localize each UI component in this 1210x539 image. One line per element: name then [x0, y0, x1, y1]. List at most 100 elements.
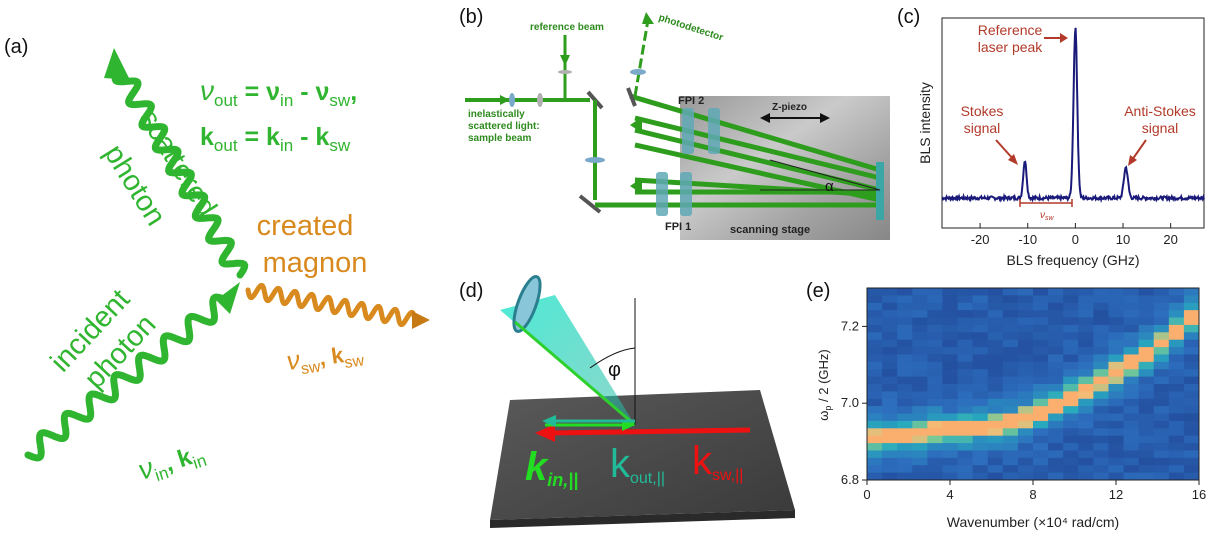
heatmap-cell: [912, 435, 928, 444]
heatmap-cell: [927, 420, 943, 429]
heatmap-cell: [1108, 406, 1125, 415]
heatmap-cell: [897, 435, 913, 444]
heatmap-cell: [957, 339, 974, 348]
heatmap-cell: [1108, 361, 1125, 370]
heatmap-cell: [1048, 413, 1064, 422]
e-y-tick-label: 7.2: [841, 318, 859, 333]
heatmap-cell: [897, 465, 913, 474]
heatmap-cell: [1048, 457, 1064, 466]
heatmap-cell: [1153, 457, 1170, 466]
heatmap-cell: [1063, 443, 1079, 451]
heatmap-cell: [987, 295, 1004, 304]
heatmap-cell: [897, 369, 913, 378]
heatmap-cell: [942, 310, 959, 319]
heatmap-cell: [1063, 288, 1079, 296]
heatmap-cell: [897, 288, 913, 296]
heatmap-cell: [927, 406, 943, 415]
heatmap-cell: [1138, 450, 1155, 459]
heatmap-cell: [1093, 302, 1109, 311]
heatmap-cell: [1153, 465, 1170, 474]
heatmap-cell: [1033, 406, 1049, 415]
heatmap-cell: [1078, 450, 1094, 459]
heatmap-cell: [927, 310, 943, 319]
heatmap-cell: [1048, 295, 1064, 304]
heatmap-cell: [882, 391, 898, 400]
heatmap-cell: [1048, 310, 1064, 319]
heatmap-cell: [1002, 302, 1019, 311]
heatmap-cell: [1168, 332, 1185, 341]
heatmap-cell: [882, 302, 898, 311]
e-x-tick-label: 8: [1029, 487, 1036, 502]
k-equation: kout = kin - ksw: [200, 123, 351, 155]
heatmap-cell: [987, 413, 1004, 422]
heatmap-cell: [1002, 450, 1019, 459]
heatmap-cell: [1078, 302, 1094, 311]
stokes-label-1: Stokes: [961, 103, 1004, 119]
magnon-text: magnon: [263, 247, 368, 279]
heatmap-cell: [912, 347, 928, 355]
heatmap-cell: [882, 465, 898, 474]
heatmap-cell: [1002, 295, 1019, 304]
heatmap-cell: [1002, 391, 1019, 400]
heatmap-cell: [957, 317, 974, 326]
heatmap-cell: [1078, 420, 1094, 429]
heatmap-cell: [1153, 450, 1170, 459]
heatmap-cell: [1183, 428, 1200, 437]
heatmap-cell: [867, 391, 883, 400]
heatmap-cell: [972, 384, 989, 392]
heatmap-cell: [1078, 428, 1094, 437]
heatmap-cell: [927, 295, 943, 304]
mirror-2: [578, 194, 602, 214]
heatmap-cell: [942, 361, 959, 370]
heatmap-cell: [867, 384, 883, 392]
heatmap-cell: [1123, 457, 1140, 466]
heatmap-cell: [912, 354, 928, 363]
heatmap-cell: [1123, 361, 1140, 370]
e-x-axis-label: Wavenumber (×10⁴ rad/cm): [947, 514, 1119, 530]
heatmap-cell: [957, 347, 974, 355]
heatmap-cell: [1108, 324, 1125, 333]
heatmap-cell: [927, 354, 943, 363]
heatmap-cell: [1138, 295, 1155, 304]
heatmap-cell: [972, 406, 989, 415]
heatmap-cell: [942, 443, 959, 451]
stokes-arrowhead: [1008, 154, 1018, 165]
reference-arrowhead: [1060, 33, 1068, 43]
heatmap-cell: [1093, 384, 1109, 392]
heatmap-cell: [1138, 347, 1155, 355]
light-cone: [500, 295, 635, 425]
heatmap-cell: [1002, 324, 1019, 333]
heatmap-cell: [1138, 310, 1155, 319]
heatmap-cell: [1093, 428, 1109, 437]
heatmap-cell: [1108, 457, 1125, 466]
heatmap-cell: [1168, 317, 1185, 326]
magnon-nu-k-label: νsw, ksw: [285, 336, 366, 380]
heatmap-cell: [1033, 369, 1049, 378]
heatmap-cell: [987, 332, 1004, 341]
heatmap-cell: [912, 339, 928, 348]
heatmap-cell: [882, 354, 898, 363]
heatmap-cell: [1123, 443, 1140, 451]
heatmap-cell: [987, 354, 1004, 363]
heatmap-cell: [1138, 376, 1155, 385]
heatmap-cell: [1017, 310, 1034, 319]
heatmap-cell: [1168, 302, 1185, 311]
heatmap-cell: [1138, 435, 1155, 444]
heatmap-cell: [1002, 406, 1019, 415]
heatmap-cell: [1017, 384, 1034, 392]
bls-spectrum-line: [941, 27, 1205, 204]
heatmap-cell: [1093, 465, 1109, 474]
heatmap-cell: [882, 317, 898, 326]
heatmap-cell: [1017, 317, 1034, 326]
heatmap-cell: [1002, 361, 1019, 370]
heatmap-cell: [927, 435, 943, 444]
heatmap-cell: [1033, 398, 1049, 407]
heatmap-cell: [1183, 295, 1200, 304]
heatmap-cell: [1078, 295, 1094, 304]
heatmap-cell: [882, 369, 898, 378]
heatmap-cell: [927, 376, 943, 385]
heatmap-cell: [972, 376, 989, 385]
heatmap-cell: [1033, 457, 1049, 466]
heatmap-cell: [1063, 406, 1079, 415]
